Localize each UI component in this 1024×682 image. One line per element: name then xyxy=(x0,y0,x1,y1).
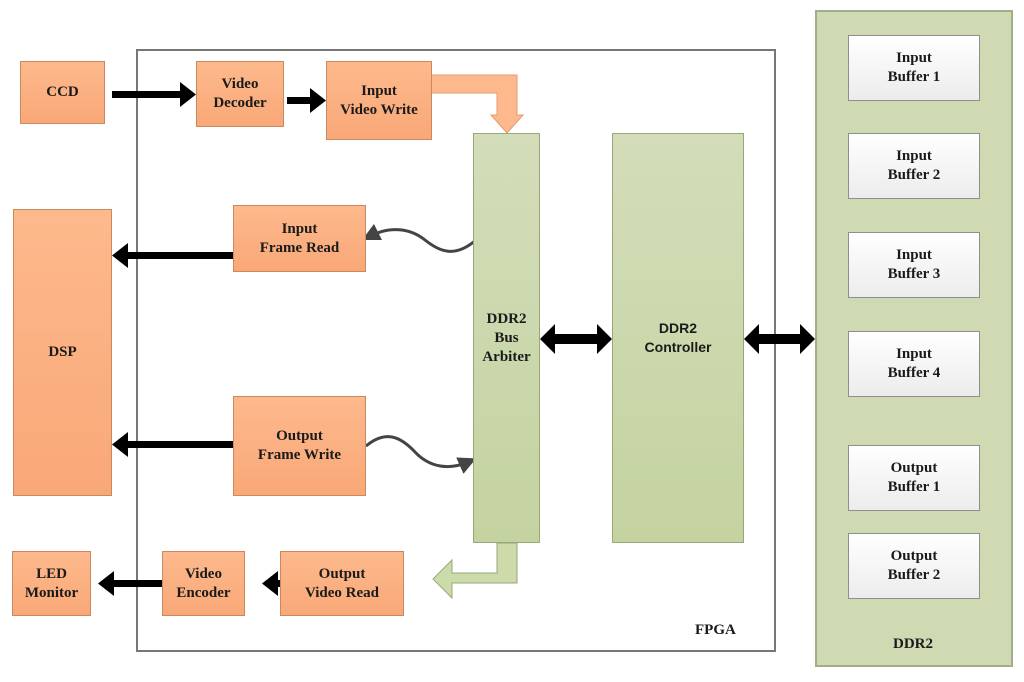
buffer-input-2: Input Buffer 2 xyxy=(848,133,980,199)
buffer-output-2: Output Buffer 2 xyxy=(848,533,980,599)
block-video-encoder: Video Encoder xyxy=(162,551,245,616)
block-input-video-write: Input Video Write xyxy=(326,61,432,140)
block-output-video-read: Output Video Read xyxy=(280,551,404,616)
bidirectional-arrow-arbiter-controller xyxy=(540,324,612,354)
arrow-encoder-to-led xyxy=(98,571,174,596)
block-led-monitor: LED Monitor xyxy=(12,551,91,616)
block-ddr2-bus-arbiter: DDR2 Bus Arbiter xyxy=(473,133,540,543)
wave-framewrite-to-arbiter xyxy=(365,435,477,474)
arrow-framewrite-to-dsp xyxy=(112,432,234,457)
arrow-decoder-to-write xyxy=(287,88,326,113)
fpga-container xyxy=(136,49,776,652)
wave-arbiter-to-frameread xyxy=(361,223,477,253)
buffer-output-1: Output Buffer 1 xyxy=(848,445,980,511)
block-input-frame-read: Input Frame Read xyxy=(233,205,366,272)
block-output-frame-write: Output Frame Write xyxy=(233,396,366,496)
buffer-input-1: Input Buffer 1 xyxy=(848,35,980,101)
block-ddr2-controller: DDR2 Controller xyxy=(612,133,744,543)
ddr2-label: DDR2 xyxy=(893,636,933,652)
block-video-decoder: Video Decoder xyxy=(196,61,284,127)
arrow-ccd-to-decoder xyxy=(112,82,196,107)
buffer-input-4: Input Buffer 4 xyxy=(848,331,980,397)
arrow-arbiter-to-videoread xyxy=(432,542,518,600)
block-ccd: CCD xyxy=(20,61,105,124)
fpga-label: FPGA xyxy=(695,622,736,638)
buffer-input-3: Input Buffer 3 xyxy=(848,232,980,298)
block-dsp: DSP xyxy=(13,209,112,496)
bidirectional-arrow-controller-ddr2 xyxy=(744,324,815,354)
arrow-write-to-arbiter xyxy=(430,74,525,134)
arrow-frameread-to-dsp xyxy=(112,243,234,268)
